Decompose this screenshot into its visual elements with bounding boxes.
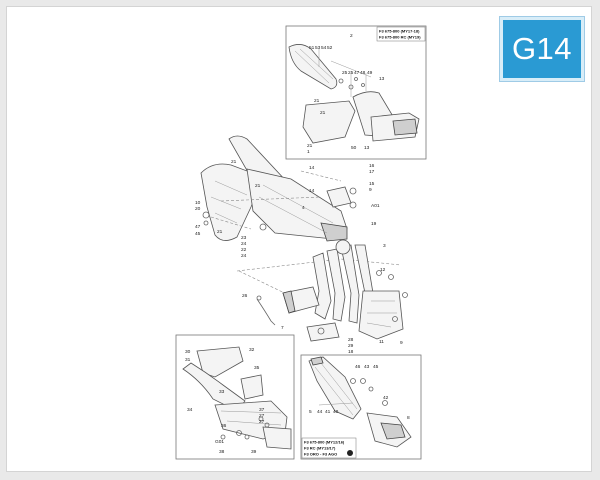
callout-label: 47	[354, 70, 360, 76]
callout-label: 50	[351, 145, 357, 151]
callout-label: 33	[219, 389, 225, 395]
logo-icon	[347, 450, 353, 456]
callout-label: 8	[407, 415, 410, 421]
callout-label: 20	[195, 206, 201, 212]
callout-label: 12	[380, 267, 386, 273]
callout-label: 10	[195, 200, 201, 206]
top-inset-box: F3 675-800 (MY17-18) F3 675-800 RC (MY19…	[285, 25, 427, 160]
callout-label: 21	[255, 183, 261, 189]
callout-label: 1	[307, 149, 310, 155]
section-badge: G14	[500, 17, 584, 81]
callout-label: 24	[241, 253, 247, 259]
callout-label: 26	[242, 293, 248, 299]
callout-label: 21	[307, 143, 313, 149]
callout-label: 34	[187, 407, 193, 413]
callout-label: 45	[373, 364, 379, 370]
bottom-inset-model-code: F3 675-800 (MY12/16)	[304, 440, 345, 445]
callout-label: 9	[400, 340, 403, 346]
top-inset-model-code: F3 675-800 RC (MY19)	[379, 35, 421, 40]
callout-label: 21	[217, 229, 223, 235]
callout-label: 16	[369, 163, 375, 169]
callout-label: 42	[383, 395, 389, 401]
callout-label: 39	[251, 449, 257, 455]
callout-label: 37	[259, 407, 265, 413]
bottom-inset-model-code: F3 RC (MY13/17)	[304, 446, 336, 451]
callout-label: 14	[309, 165, 315, 171]
callout-label: 27	[259, 419, 265, 425]
bottom-inset-model-codes-box	[301, 437, 357, 459]
callout-label: 49	[367, 70, 373, 76]
callout-label: 40	[333, 409, 339, 415]
callout-label: 4	[302, 205, 305, 211]
section-badge-label: G14	[511, 31, 573, 66]
callout-label: 47	[195, 224, 201, 230]
top-inset-model-codes-box	[376, 26, 426, 42]
callout-label: 14	[309, 188, 315, 194]
callout-label: 32	[249, 347, 255, 353]
callout-label: 36	[221, 423, 227, 429]
callout-label: 21	[320, 110, 326, 116]
callout-label: 24	[241, 241, 247, 247]
callout-label: 3	[383, 243, 386, 249]
callout-label: 35	[254, 365, 260, 371]
main-exploded-view: 21 14 17 16 15 47 45 20 10 21 23 24 22 2…	[195, 135, 408, 355]
callout-label: 27	[259, 413, 265, 419]
callout-label: 22	[241, 247, 247, 253]
callout-label: 51	[309, 45, 315, 51]
callout-label: 41	[325, 409, 331, 415]
diagram-frame: F3 675-800 (MY17-18) F3 675-800 RC (MY19…	[6, 6, 592, 472]
callout-label: G01	[215, 439, 224, 445]
bottom-inset-model-code: F3 ORO - F3 AGO	[304, 452, 337, 457]
callout-label: 13	[364, 145, 370, 151]
callout-label: 17	[369, 169, 375, 175]
exploded-parts-diagram: F3 675-800 (MY17-18) F3 675-800 RC (MY19…	[175, 25, 427, 460]
callout-label: 21	[314, 98, 320, 104]
callout-label: 52	[327, 45, 333, 51]
callout-label: 44	[317, 409, 323, 415]
bottom-right-inset-box: 46 43 45 44 41 40 5 42 8 F3 675-800 (MY1…	[300, 354, 422, 460]
top-inset-model-code: F3 675-800 (MY17-18)	[379, 29, 420, 34]
callout-label: 30	[185, 349, 191, 355]
callout-label: 48	[360, 70, 366, 76]
callout-label: 45	[195, 231, 201, 237]
callout-label: 7	[281, 325, 284, 331]
callout-label: 5	[309, 409, 312, 415]
callout-label: 21	[231, 159, 237, 165]
callout-label: 28	[348, 337, 354, 343]
callout-label: 9	[369, 187, 372, 193]
callout-label: 31	[185, 357, 191, 363]
callout-label: 29	[348, 343, 354, 349]
callout-label: 46	[355, 364, 361, 370]
callout-label: 15	[369, 181, 375, 187]
callout-label: 23	[241, 235, 247, 241]
callout-label: 25	[342, 70, 348, 76]
callout-label: 2	[350, 33, 353, 39]
callout-label: 54	[321, 45, 327, 51]
bottom-left-inset-box: 30 31 32 33 34 35 37 27 27 36 G01 38 39	[175, 334, 295, 460]
callout-label: 13	[379, 76, 385, 82]
callout-label: 53	[315, 45, 321, 51]
callout-label: 43	[364, 364, 370, 370]
callout-label: 38	[219, 449, 225, 455]
callout-label: 11	[379, 339, 384, 345]
callout-label: 18	[348, 349, 354, 355]
callout-label: 19	[371, 221, 377, 227]
callout-label: 25	[348, 70, 354, 76]
callout-label: A01	[371, 203, 380, 209]
